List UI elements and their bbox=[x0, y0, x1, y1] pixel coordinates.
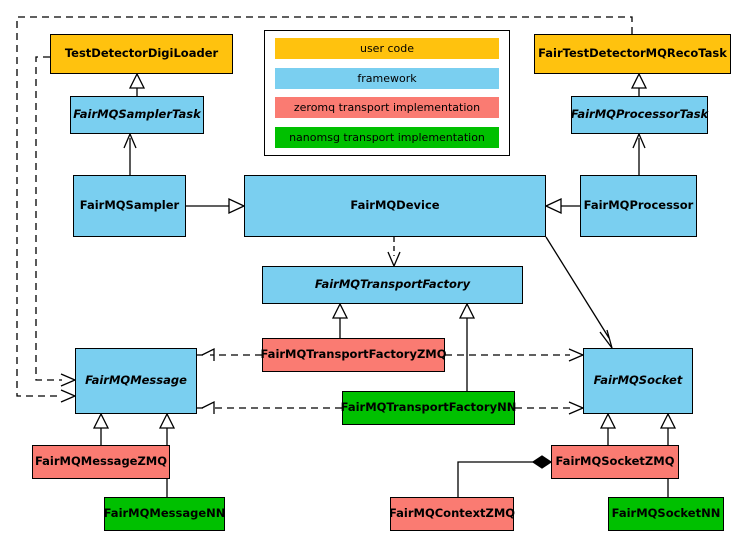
edge-tfnn-to-message bbox=[197, 400, 342, 414]
edge-sampler-to-samplertask bbox=[123, 132, 137, 175]
class-label: FairMQSocket bbox=[593, 373, 683, 388]
edge-tfnn-to-socket bbox=[515, 401, 585, 415]
class-box-FairMQSocketNN[interactable]: FairMQSocketNN bbox=[608, 497, 724, 531]
class-box-FairMQTransportFactoryNN[interactable]: FairMQTransportFactoryNN bbox=[340, 391, 517, 425]
class-label: FairMQTransportFactoryZMQ bbox=[260, 347, 447, 362]
edge-processortask-to-recotask bbox=[630, 72, 648, 96]
edge-socketzmq-to-socket bbox=[599, 412, 617, 445]
class-box-FairMQTransportFactoryZMQ[interactable]: FairMQTransportFactoryZMQ bbox=[260, 338, 447, 372]
class-label: FairMQMessageZMQ bbox=[34, 454, 168, 469]
class-box-FairMQSampler[interactable]: FairMQSampler bbox=[73, 175, 186, 237]
edge-tfzmq-to-transportfactory bbox=[331, 302, 349, 338]
edge-samplertask-to-digiloader bbox=[128, 72, 146, 96]
class-box-FairTestDetectorMQRecoTask[interactable]: FairTestDetectorMQRecoTask bbox=[534, 34, 731, 74]
class-box-FairMQTransportFactory[interactable]: FairMQTransportFactory bbox=[262, 266, 523, 304]
edge-device-to-socket bbox=[545, 236, 613, 349]
class-label: FairMQMessageNN bbox=[103, 506, 226, 521]
class-box-FairMQMessageZMQ[interactable]: FairMQMessageZMQ bbox=[32, 445, 170, 479]
class-label: FairMQMessage bbox=[85, 373, 187, 388]
class-label: FairMQDevice bbox=[350, 198, 440, 213]
edge-device-to-transportfactory bbox=[387, 237, 401, 268]
class-label: FairTestDetectorMQRecoTask bbox=[538, 46, 727, 61]
class-box-FairMQProcessor[interactable]: FairMQProcessor bbox=[580, 175, 697, 237]
class-label: FairMQContextZMQ bbox=[388, 506, 516, 521]
edge-messagezmq-to-message bbox=[92, 412, 110, 445]
class-label: FairMQProcessor bbox=[583, 198, 694, 213]
legend-label-nanomsg: nanomsg transport implementation bbox=[289, 130, 485, 144]
class-label: FairMQSamplerTask bbox=[73, 107, 201, 122]
edge-digiloader-to-message bbox=[35, 56, 62, 381]
legend-item-framework: framework bbox=[275, 67, 499, 89]
legend-item-zeromq: zeromq transport implementation bbox=[275, 97, 499, 119]
edge-tfzmq-to-message bbox=[197, 347, 262, 361]
class-box-FairMQSocketZMQ[interactable]: FairMQSocketZMQ bbox=[551, 445, 679, 479]
edge-recotask-to-message bbox=[16, 16, 633, 397]
legend: user code framework zeromq transport imp… bbox=[264, 30, 510, 156]
class-label: FairMQSampler bbox=[79, 198, 180, 213]
edge-sampler-to-device bbox=[186, 197, 246, 215]
class-box-FairMQMessageNN[interactable]: FairMQMessageNN bbox=[104, 497, 225, 531]
class-label: FairMQSocketNN bbox=[611, 506, 721, 521]
class-box-FairMQMessage[interactable]: FairMQMessage bbox=[75, 348, 197, 414]
edge-processor-to-processortask bbox=[632, 132, 646, 175]
class-label: FairMQTransportFactory bbox=[314, 277, 471, 292]
legend-item-user-code: user code bbox=[275, 38, 499, 59]
class-box-FairMQSocket[interactable]: FairMQSocket bbox=[583, 348, 693, 414]
class-label: FairMQSocketZMQ bbox=[555, 454, 675, 469]
class-box-FairMQContextZMQ[interactable]: FairMQContextZMQ bbox=[388, 497, 516, 531]
class-label: FairMQProcessorTask bbox=[570, 107, 709, 122]
legend-label-user-code: user code bbox=[359, 42, 415, 55]
edge-tfnn-to-transportfactory bbox=[458, 302, 476, 391]
class-label: FairMQTransportFactoryNN bbox=[340, 400, 517, 415]
edge-digiloader-to-message-head bbox=[60, 373, 77, 387]
legend-item-nanomsg: nanomsg transport implementation bbox=[275, 126, 499, 148]
edge-processor-to-device bbox=[544, 197, 580, 215]
edge-socketzmq-composition-contextzmq bbox=[457, 455, 553, 497]
edge-tfzmq-to-socket bbox=[445, 348, 585, 362]
class-label: TestDetectorDigiLoader bbox=[64, 46, 219, 61]
legend-label-zeromq: zeromq transport implementation bbox=[293, 101, 481, 115]
class-box-FairMQProcessorTask[interactable]: FairMQProcessorTask bbox=[571, 96, 708, 134]
edge-recotask-to-message-head bbox=[60, 389, 77, 403]
class-box-FairMQSamplerTask[interactable]: FairMQSamplerTask bbox=[70, 96, 204, 134]
class-box-FairMQDevice[interactable]: FairMQDevice bbox=[244, 175, 546, 237]
class-box-TestDetectorDigiLoader[interactable]: TestDetectorDigiLoader bbox=[50, 34, 233, 74]
legend-label-framework: framework bbox=[357, 71, 417, 85]
